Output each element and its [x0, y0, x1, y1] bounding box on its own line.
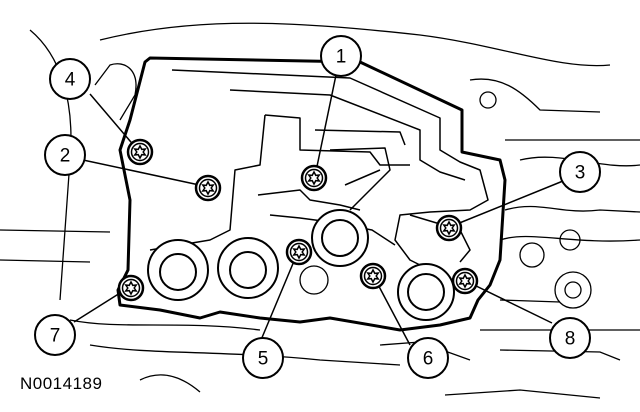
callout-label-6: 6 [423, 349, 434, 370]
callout-label-2: 2 [60, 146, 71, 167]
callout-2: 2 [44, 134, 86, 176]
leader-line-1 [314, 74, 337, 177]
callout-7: 7 [34, 314, 76, 356]
callout-label-7: 7 [50, 326, 61, 347]
callout-5: 5 [242, 337, 284, 379]
torx-bolt-head-icon [359, 262, 387, 290]
torx-bolt-head-icon [451, 267, 479, 295]
callout-label-3: 3 [575, 163, 586, 184]
callout-label-5: 5 [258, 349, 269, 370]
bolts [117, 138, 479, 302]
valve-bores [147, 209, 456, 321]
leader-line-5 [260, 253, 298, 341]
leader-line-4 [89, 93, 137, 149]
callout-3: 3 [559, 151, 601, 193]
torx-bolt-head-icon [435, 214, 463, 242]
leader-line-6 [373, 276, 411, 346]
callout-label-4: 4 [65, 70, 76, 91]
housing-background-lines [0, 22, 640, 399]
callouts: 1 2 3 4 5 6 7 8 [34, 35, 601, 379]
callout-4: 4 [49, 58, 91, 100]
torx-bolt-head-icon [126, 138, 154, 166]
leader-line-8 [467, 281, 553, 324]
torx-bolt-head-icon [117, 274, 145, 302]
leader-lines [73, 74, 564, 346]
torx-bolt-head-icon [300, 164, 328, 192]
torx-bolt-head-icon [285, 238, 313, 266]
callout-label-1: 1 [336, 47, 347, 68]
callout-1: 1 [320, 35, 362, 77]
leader-line-7 [73, 287, 129, 323]
callout-8: 8 [549, 317, 591, 359]
callout-6: 6 [407, 337, 449, 379]
torx-bolt-head-icon [194, 174, 222, 202]
valve-body-plate [116, 56, 507, 332]
leader-line-2 [82, 159, 205, 187]
callout-label-8: 8 [565, 329, 576, 350]
diagram-code-label: N0014189 [20, 374, 103, 393]
leader-line-3 [451, 180, 564, 227]
